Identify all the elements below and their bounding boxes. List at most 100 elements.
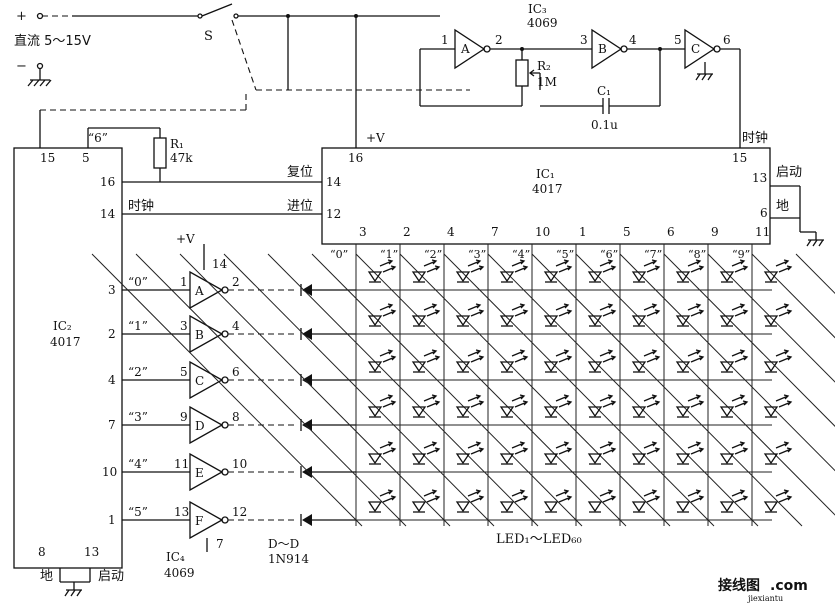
led-emission-arrow	[646, 495, 661, 503]
led	[675, 489, 705, 513]
ic3-gate-a-in-pin: 1	[441, 33, 449, 47]
led-emission-arrow	[467, 259, 482, 267]
led-emission-arrow	[426, 495, 441, 503]
ground-symbol-supply	[27, 79, 52, 87]
matrix-diagonal	[531, 253, 803, 527]
led	[631, 303, 661, 327]
led-emission-arrow	[599, 489, 614, 497]
ic4-gate-label: D	[195, 419, 205, 433]
r2-wiper-arrow	[528, 69, 540, 77]
led-emission-arrow	[514, 265, 529, 273]
watermark-suffix: .com	[770, 578, 808, 594]
led	[631, 394, 661, 418]
led-emission-arrow	[643, 303, 658, 311]
led-emission-arrow	[646, 309, 661, 317]
led	[455, 489, 485, 513]
r1-value: 47k	[170, 151, 193, 165]
led-emission-arrow	[599, 259, 614, 267]
ic2-pin13: 13	[84, 545, 99, 559]
ic3-gate-b	[591, 28, 623, 70]
ic1-output-pin: 1	[579, 225, 587, 239]
led	[587, 259, 617, 283]
led-emission-arrow	[555, 489, 570, 497]
matrix-diagonal	[135, 253, 407, 527]
matrix-diagonal	[91, 253, 363, 527]
led-emission-arrow	[687, 303, 702, 311]
led-emission-arrow	[467, 349, 482, 357]
led-emission-arrow	[555, 259, 570, 267]
ic4-drivers: +V 14 7 IC₄ 4069 3“0”1A22“1”3B44“2”5C67“…	[102, 232, 356, 580]
led-emission-arrow	[778, 400, 793, 408]
led	[719, 394, 749, 418]
ic4-gate	[189, 452, 224, 492]
ic2-output-pin: 7	[108, 418, 116, 432]
led-emission-arrow	[602, 447, 617, 455]
led-emission-arrow	[426, 447, 441, 455]
led-emission-arrow	[382, 265, 397, 273]
minus-terminal	[36, 62, 44, 70]
led-emission-arrow	[426, 265, 441, 273]
led-emission-arrow	[511, 349, 526, 357]
led-emission-arrow	[558, 400, 573, 408]
led	[763, 349, 793, 373]
led-emission-arrow	[690, 309, 705, 317]
ic4-gate-in-pin: 5	[180, 365, 188, 379]
matrix-leds	[367, 259, 793, 513]
ic4-gate-in-pin: 1	[180, 275, 188, 289]
row-diode	[302, 374, 312, 386]
led-emission-arrow	[423, 303, 438, 311]
matrix-diagonal	[619, 253, 835, 472]
led	[455, 259, 485, 283]
r2-value: 1M	[537, 75, 557, 89]
led-emission-arrow	[558, 495, 573, 503]
led	[411, 441, 441, 465]
ic1-reset-pin: 14	[326, 175, 342, 189]
matrix-column-label: “9”	[732, 248, 750, 261]
ic1-output-pin: 7	[491, 225, 499, 239]
ic4-gate	[189, 500, 224, 540]
r1-resistor	[153, 137, 167, 169]
led-emission-arrow	[643, 349, 658, 357]
ic2-ground-symbol	[64, 589, 82, 597]
ic4-gate	[189, 360, 224, 400]
led-emission-arrow	[558, 447, 573, 455]
led	[367, 259, 397, 283]
led	[719, 303, 749, 327]
led	[499, 394, 529, 418]
matrix-diagonal	[487, 253, 759, 527]
ic1-output-pin: 4	[447, 225, 455, 239]
led-emission-arrow	[778, 447, 793, 455]
ic2-output-quote: “1”	[128, 319, 148, 333]
led	[631, 441, 661, 465]
led-emission-arrow	[731, 441, 746, 449]
led-emission-arrow	[470, 355, 485, 363]
led-emission-arrow	[690, 495, 705, 503]
matrix-diagonal	[399, 253, 671, 527]
diodes-part: 1N914	[268, 552, 309, 566]
ic1-ground-symbol	[806, 239, 824, 247]
matrix-diagonal	[179, 253, 451, 527]
led-matrix: “0”“1”“2”“3”“4”“5”“6”“7”“8”“9” LED₁～LED₆…	[91, 244, 835, 547]
ic4-gate-in-pin: 3	[180, 319, 188, 333]
matrix-diagonal	[311, 253, 583, 527]
led	[587, 303, 617, 327]
led-emission-arrow	[778, 495, 793, 503]
ic1-pin15: 15	[732, 151, 747, 165]
ic2-pin14: 14	[100, 207, 116, 221]
ic3-gate-b-label: B	[598, 42, 607, 56]
led	[587, 441, 617, 465]
ic3-gate-c-out-pin: 6	[723, 33, 731, 47]
led	[367, 303, 397, 327]
led-emission-arrow	[734, 265, 749, 273]
ic3-gate-c-in-pin: 5	[674, 33, 682, 47]
led-emission-arrow	[602, 400, 617, 408]
plus-terminal	[36, 12, 44, 20]
led-emission-arrow	[734, 400, 749, 408]
ic4-gate-label: C	[195, 374, 204, 388]
ic4-gate-row: 7“3”9D8	[108, 405, 356, 445]
led-emission-arrow	[511, 303, 526, 311]
ic4-gate-row: 3“0”1A2	[108, 270, 356, 310]
